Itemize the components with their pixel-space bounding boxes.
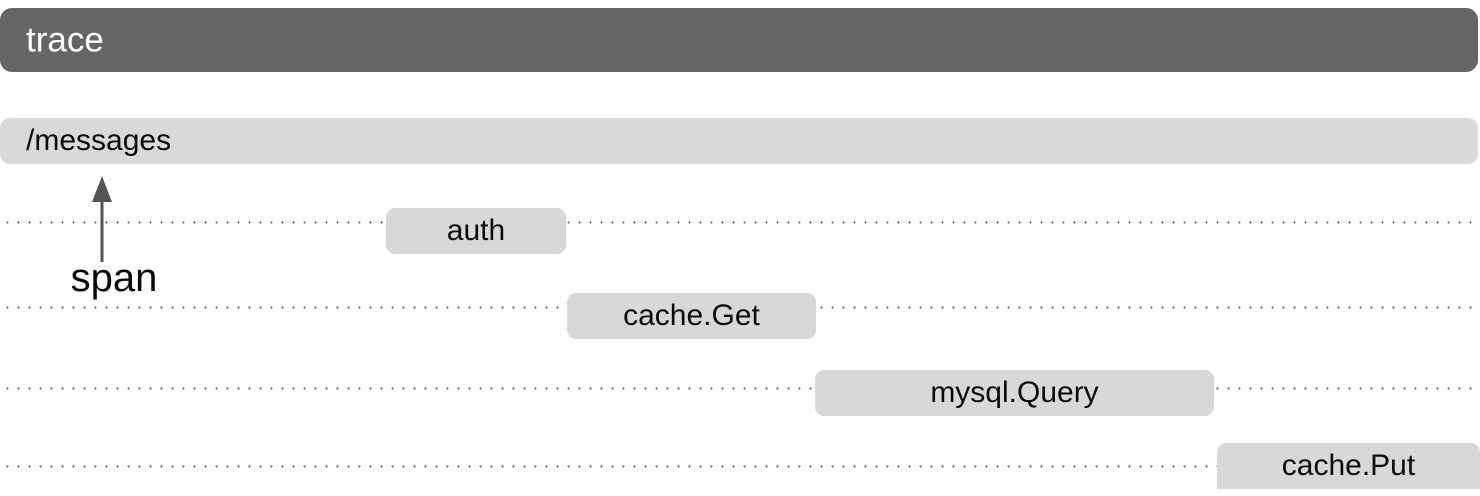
span-bar-cache-put[interactable]: cache.Put <box>1217 443 1480 489</box>
trace-bar-label: trace <box>26 20 104 60</box>
span-bar-label: cache.Put <box>1281 449 1416 482</box>
span-bar-mysql-query[interactable]: mysql.Query <box>815 370 1214 416</box>
span-timeline-dotted-line <box>0 221 1480 224</box>
span-annotation: span <box>40 174 190 304</box>
span-bar-label: auth <box>446 214 506 247</box>
span-bar-auth[interactable]: auth <box>386 208 566 254</box>
span-annotation-label: span <box>70 256 158 300</box>
span-bar-label: cache.Get <box>623 299 760 332</box>
root-span-bar[interactable]: /messages <box>0 118 1478 164</box>
arrow-up-icon <box>92 176 112 262</box>
root-span-bar-label: /messages <box>26 124 172 157</box>
span-bar-cache-get[interactable]: cache.Get <box>567 293 816 339</box>
span-bar-label: mysql.Query <box>930 376 1099 409</box>
trace-bar[interactable]: trace <box>0 8 1478 72</box>
span-timeline-dotted-line <box>0 387 1480 390</box>
span-timeline-dotted-line <box>0 465 1480 468</box>
